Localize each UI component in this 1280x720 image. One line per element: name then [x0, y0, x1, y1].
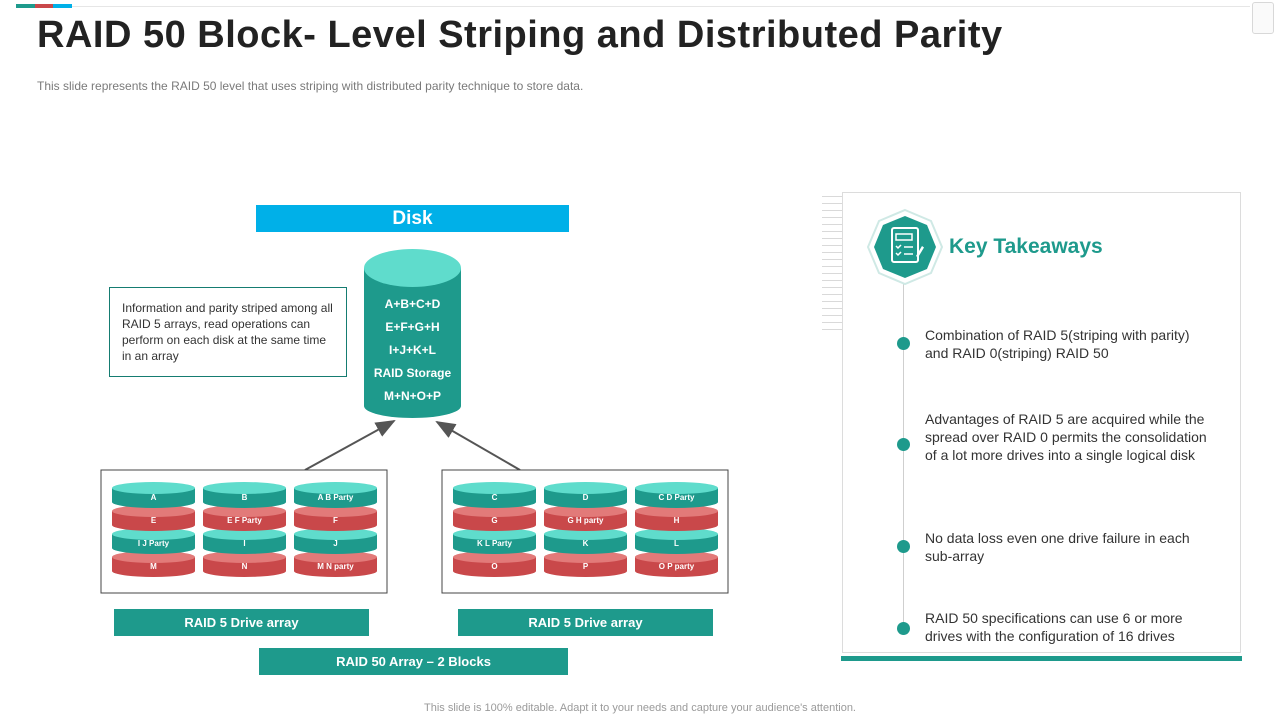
drive-disk: P — [544, 551, 627, 577]
decorative-stripes — [822, 196, 842, 334]
drive-disk: I J Party — [112, 528, 195, 554]
raid5-array-label-left: RAID 5 Drive array — [114, 609, 369, 636]
takeaway-text-1: Combination of RAID 5(striping with pari… — [925, 327, 1190, 361]
footer-note: This slide is 100% editable. Adapt it to… — [424, 702, 856, 714]
raid5-array-label-right: RAID 5 Drive array — [458, 609, 713, 636]
drive-disk: G H party — [544, 505, 627, 531]
drive-disk-label: D — [583, 493, 589, 502]
takeaway-bullet-3 — [897, 540, 910, 553]
drive-disk: A — [112, 482, 195, 508]
drive-disk-label: E — [151, 516, 157, 525]
drive-disk-label: J — [333, 539, 337, 548]
drive-disk: N — [203, 551, 286, 577]
corner-tab — [1252, 2, 1274, 34]
page-subtitle: This slide represents the RAID 50 level … — [37, 79, 584, 93]
checklist-document-icon — [866, 208, 944, 286]
disk-banner: Disk — [256, 205, 569, 232]
drive-disk: L — [635, 528, 718, 554]
drive-disk-label: H — [674, 516, 680, 525]
drive-disk: D — [544, 482, 627, 508]
drive-disk-label: O — [491, 562, 497, 571]
drive-disk-label: G H party — [567, 516, 604, 525]
drive-disk-label: B — [242, 493, 248, 502]
takeaway-bullet-1 — [897, 337, 910, 350]
drive-disk-label: E F Party — [227, 516, 262, 525]
drive-disk: K — [544, 528, 627, 554]
drive-disk-label: F — [333, 516, 338, 525]
drive-disk-label: N — [242, 562, 248, 571]
drive-disk-label: I — [243, 539, 245, 548]
takeaway-text-2: Advantages of RAID 5 are acquired while … — [925, 411, 1207, 463]
drive-disk: C — [453, 482, 536, 508]
drive-disk: E F Party — [203, 505, 286, 531]
drive-disk-label: I J Party — [138, 539, 170, 548]
drive-disk-label: A B Party — [318, 493, 354, 502]
raid-storage-cylinder — [364, 249, 461, 418]
drive-disk-label: P — [583, 562, 589, 571]
drive-disk: H — [635, 505, 718, 531]
raid50-array-label: RAID 50 Array – 2 Blocks — [259, 648, 568, 675]
page-title: RAID 50 Block- Level Striping and Distri… — [37, 14, 1003, 56]
storage-line: M+N+O+P — [384, 389, 441, 403]
key-takeaways-title: Key Takeaways — [949, 235, 1103, 258]
drive-disk: M — [112, 551, 195, 577]
drive-disk: K L Party — [453, 528, 536, 554]
takeaway-bullet-2 — [897, 438, 910, 451]
drive-disk: F — [294, 505, 377, 531]
drive-disk-label: M N party — [317, 562, 354, 571]
drive-disk: E — [112, 505, 195, 531]
drive-disk-label: L — [674, 539, 679, 548]
drive-disk: O — [453, 551, 536, 577]
arrow-left-to-storage — [304, 420, 396, 471]
takeaway-bullet-4 — [897, 622, 910, 635]
drive-disk: I — [203, 528, 286, 554]
drive-disk-label: O P party — [659, 562, 695, 571]
drive-disk: C D Party — [635, 482, 718, 508]
drive-disk-label: K L Party — [477, 539, 513, 548]
drive-disk: B — [203, 482, 286, 508]
drive-disk: J — [294, 528, 377, 554]
storage-line: I+J+K+L — [389, 343, 436, 357]
top-divider — [72, 6, 1250, 7]
timeline-line — [903, 280, 904, 632]
drive-disk: M N party — [294, 551, 377, 577]
drive-disk: A B Party — [294, 482, 377, 508]
drive-disk: O P party — [635, 551, 718, 577]
drive-disk: G — [453, 505, 536, 531]
storage-line: E+F+G+H — [385, 320, 439, 334]
drive-disk-label: A — [151, 493, 157, 502]
drive-disk-label: M — [150, 562, 157, 571]
takeaway-text-4: RAID 50 specifications can use 6 or more… — [925, 610, 1183, 644]
storage-line: A+B+C+D — [385, 297, 441, 311]
top-accent-bar — [16, 4, 73, 8]
drive-disk-label: C — [492, 493, 498, 502]
info-box: Information and parity striped among all… — [109, 287, 347, 377]
storage-line: RAID Storage — [374, 366, 452, 380]
key-takeaways-bottom-bar — [841, 656, 1242, 661]
takeaway-text-3: No data loss even one drive failure in e… — [925, 530, 1190, 564]
drive-disk-label: K — [583, 539, 589, 548]
drive-disk-label: G — [491, 516, 497, 525]
drive-disk-label: C D Party — [658, 493, 695, 502]
arrow-right-to-storage — [435, 420, 521, 471]
